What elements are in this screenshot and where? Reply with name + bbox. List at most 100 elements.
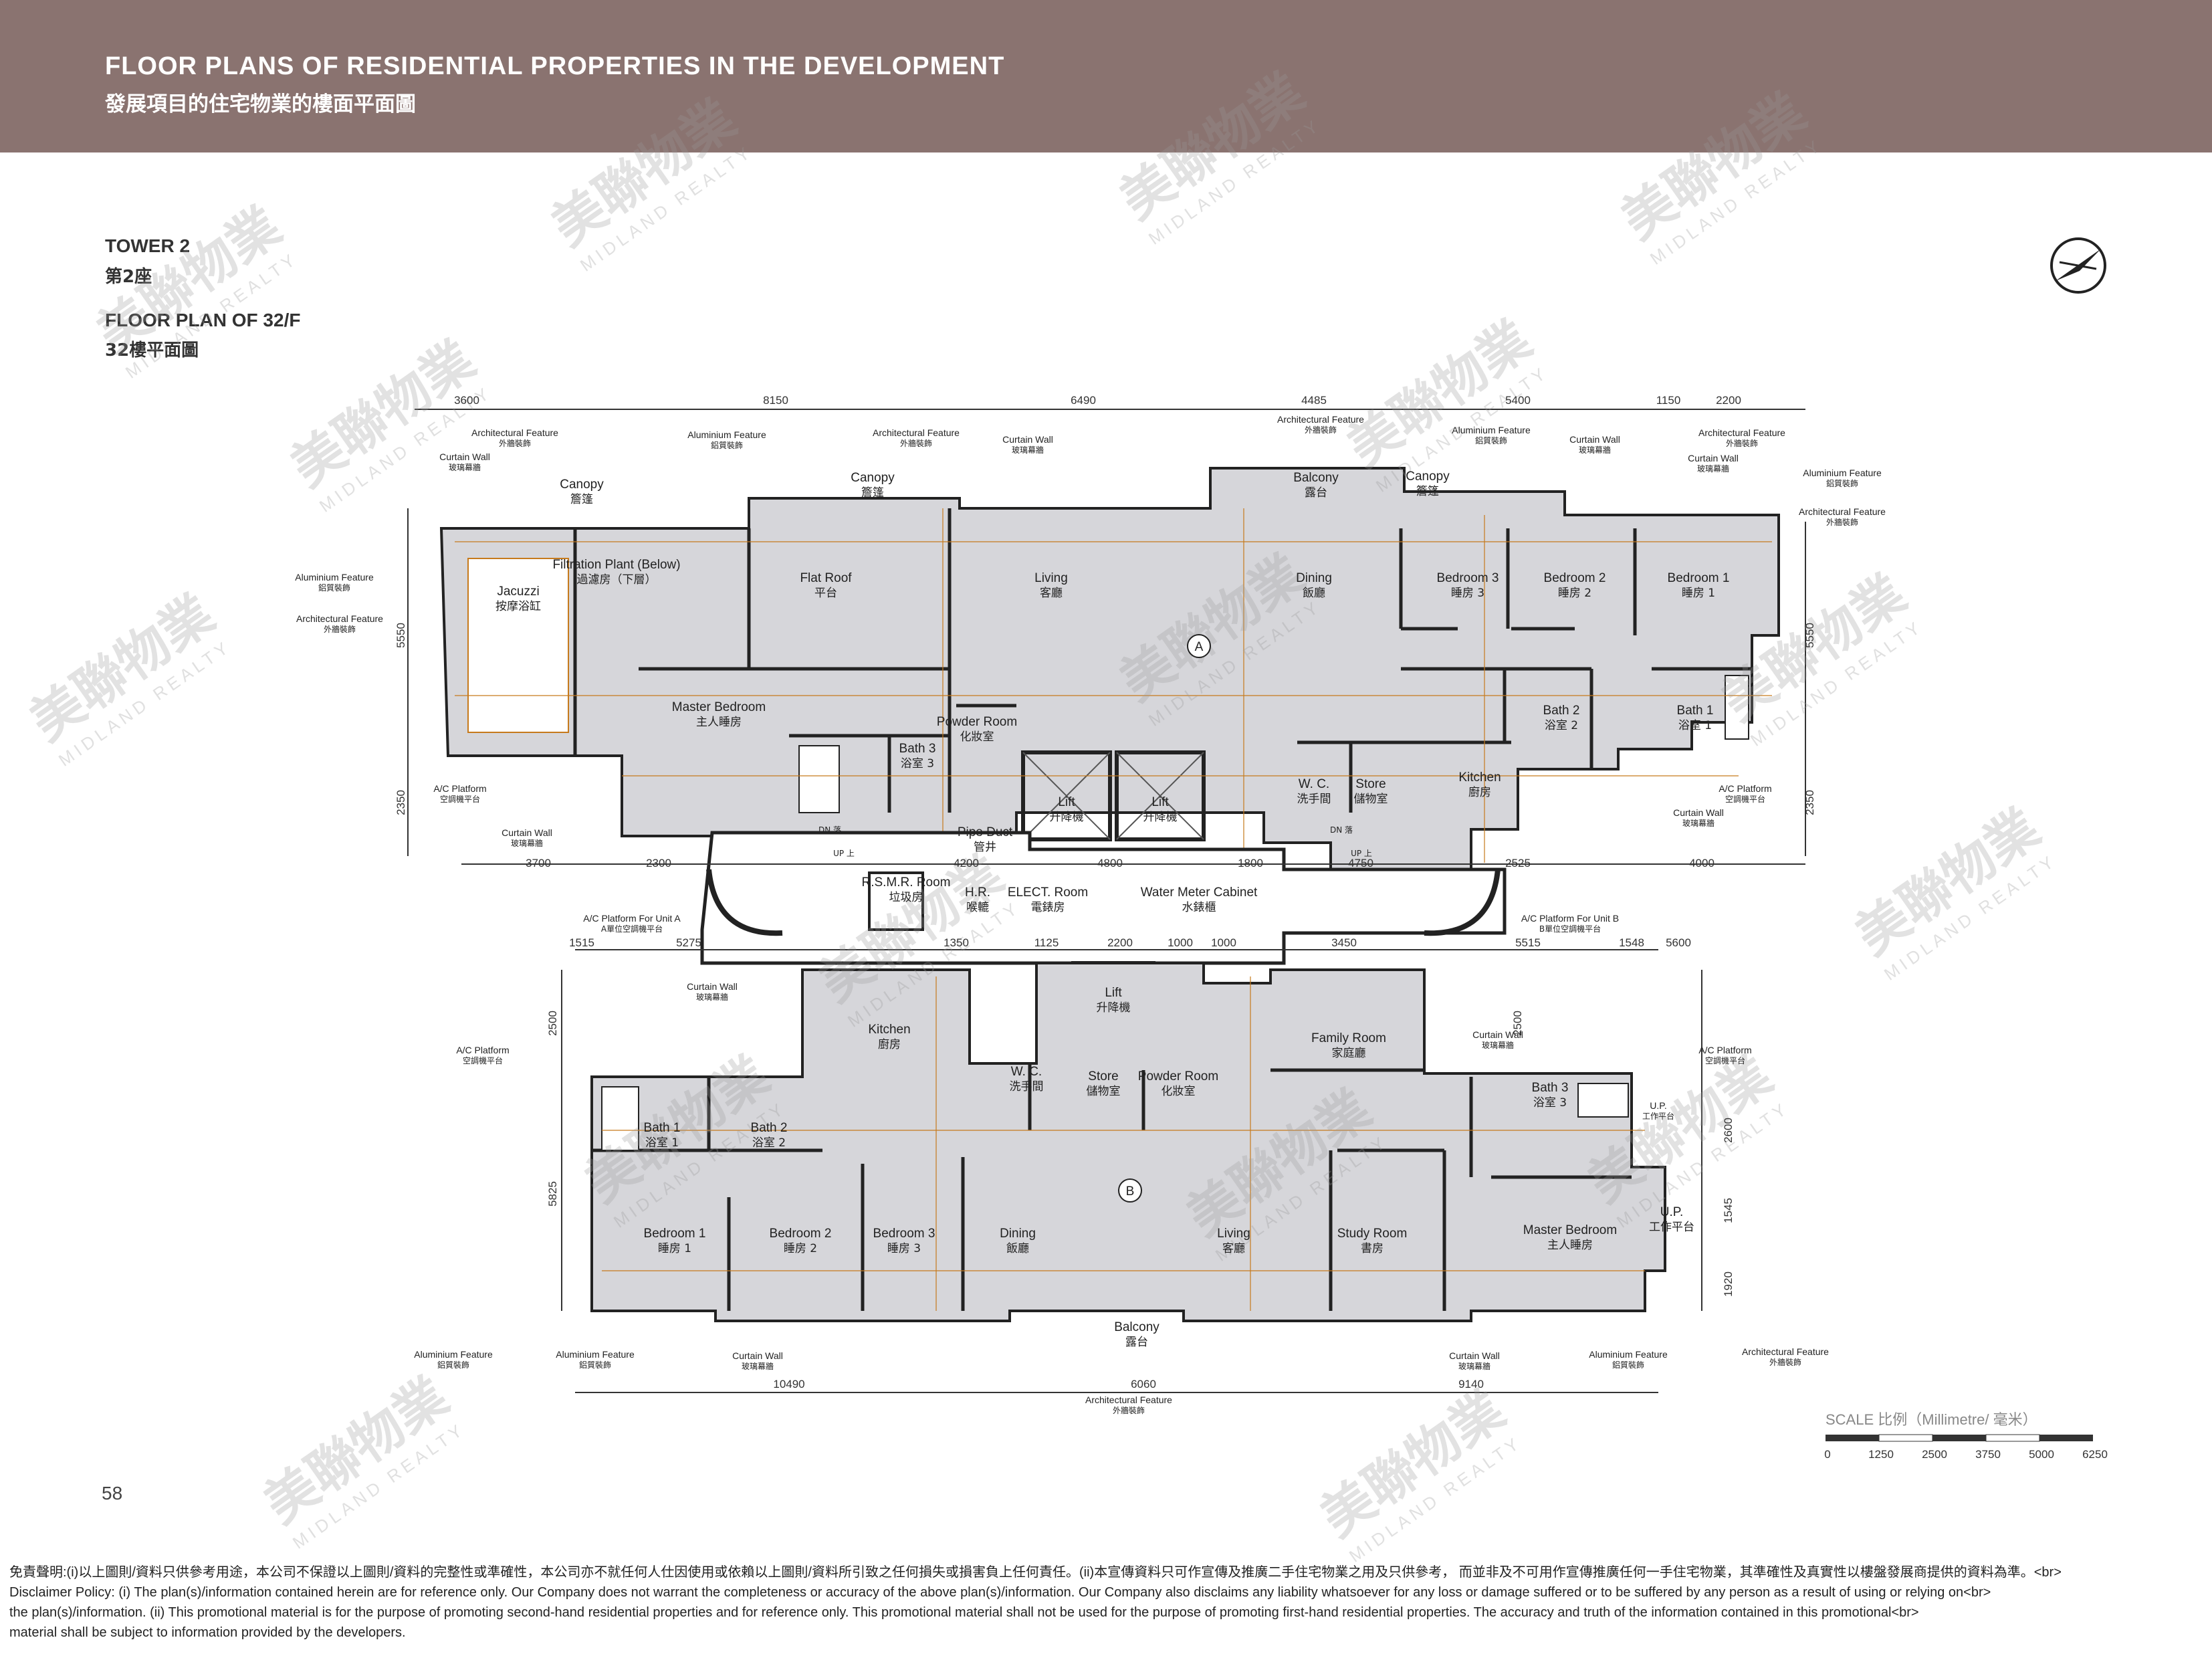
room-label: Bath 2 <box>1543 704 1580 718</box>
annotation-label: Curtain Wall <box>1569 434 1620 445</box>
room-label: Water Meter Cabinet <box>1141 886 1258 900</box>
dimension-label: 4485 <box>1301 394 1327 407</box>
room-label-zh: 儲物室 <box>1354 793 1388 806</box>
dimension-label: 1548 <box>1619 936 1644 949</box>
room-label-zh: 睡房 1 <box>658 1242 691 1255</box>
annotation-label-zh: 工作平台 <box>1642 1111 1674 1121</box>
annotation-label: Curtain Wall <box>732 1350 783 1361</box>
room-label: R.S.M.R. Room <box>861 875 950 890</box>
unit-b-marker: B <box>1118 1178 1142 1203</box>
dimension-label: 10490 <box>773 1378 804 1390</box>
room-label: Filtration Plant (Below) <box>552 558 680 572</box>
stair-mark: DN 落 <box>818 825 841 835</box>
annotation-label: Aluminium Feature <box>295 572 374 583</box>
annotation-label-zh: 外牆裝飾 <box>499 438 531 448</box>
dimension-label: 1920 <box>1722 1271 1735 1297</box>
annotation-label-zh: 空調機平台 <box>463 1055 503 1065</box>
room-label-zh: 過濾房（下層） <box>577 573 657 587</box>
dimension-label: 2500 <box>546 1011 559 1036</box>
dimension-label: 3600 <box>454 394 479 407</box>
room-label: Canopy <box>560 478 604 492</box>
room-label-zh: 垃圾房 <box>889 891 923 904</box>
annotation-label-zh: 玻璃幕牆 <box>1697 463 1729 474</box>
room-label: Bedroom 2 <box>1544 571 1606 585</box>
annotation-label: Curtain Wall <box>687 981 738 992</box>
room-label: Bedroom 2 <box>770 1227 832 1241</box>
room-label: Balcony <box>1293 471 1339 485</box>
room-label-zh: 浴室 3 <box>901 757 934 770</box>
annotation-label: A/C Platform For Unit A <box>583 913 681 924</box>
annotation-label-zh: 玻璃幕牆 <box>1682 818 1715 828</box>
annotation-label: Architectural Feature <box>1742 1346 1829 1357</box>
scale-tick: 0 <box>1824 1448 1830 1461</box>
room-label: Jacuzzi <box>497 585 539 599</box>
floor-label-zh: 32樓平面圖 <box>105 340 199 360</box>
dimension-label: 9140 <box>1458 1378 1484 1390</box>
room-label-zh: 睡房 2 <box>784 1242 817 1255</box>
room-label-zh: 睡房 1 <box>1682 587 1715 600</box>
room-label-zh: 主人睡房 <box>696 716 742 729</box>
dimension-label: 1000 <box>1168 936 1193 949</box>
room-label: Powder Room <box>937 715 1017 729</box>
dimension-label: 5515 <box>1515 936 1541 949</box>
dimension-label: 8150 <box>763 394 788 407</box>
annotation-label: U.P. <box>1650 1100 1666 1111</box>
unit-b-plan <box>590 962 1666 1322</box>
annotation-label-zh: 外牆裝飾 <box>1826 517 1858 527</box>
room-label: Master Bedroom <box>1523 1223 1617 1237</box>
annotation-label-zh: A單位空調機平台 <box>601 924 663 934</box>
room-label: Canopy <box>851 471 895 485</box>
dimension-label: 2200 <box>1716 394 1741 407</box>
floor-label: FLOOR PLAN OF 32/F <box>105 310 301 330</box>
stair-mark: UP 上 <box>833 849 855 858</box>
annotation-label: A/C Platform <box>1719 783 1771 794</box>
annotation-label: Architectural Feature <box>1698 427 1785 438</box>
watermark-layer: 美聯物業 MIDLAND REALTY 美聯物業 MIDLAND REALTY … <box>19 62 2060 1566</box>
room-label-zh: 電錶房 <box>1031 901 1065 914</box>
dimension-label: 4000 <box>1689 857 1715 869</box>
room-label-zh: 浴室 1 <box>645 1136 679 1150</box>
room-label-zh: 書房 <box>1361 1242 1384 1255</box>
room-label-zh: 廚房 <box>878 1037 901 1051</box>
annotation-label-zh: 玻璃幕牆 <box>1458 1361 1490 1371</box>
room-label-zh: 化妝室 <box>960 730 994 744</box>
annotation-label: A/C Platform <box>1698 1045 1751 1055</box>
dimension-label: 2525 <box>1505 857 1531 869</box>
room-label: Bath 1 <box>644 1121 681 1135</box>
room-label: Dining <box>1296 571 1332 585</box>
room-label-zh: 洗手間 <box>1297 793 1331 806</box>
room-label: H.R. <box>965 886 990 900</box>
annotation-label-zh: 鋁質裝飾 <box>1475 435 1507 445</box>
dimension-label: 2500 <box>1511 1011 1524 1036</box>
scale-tick: 5000 <box>2029 1448 2054 1461</box>
disclaimer-line: the plan(s)/information. (ii) This promo… <box>9 1605 1919 1620</box>
room-label: ELECT. Room <box>1008 886 1088 900</box>
room-label: Master Bedroom <box>672 700 766 714</box>
room-label: Kitchen <box>868 1023 910 1037</box>
annotation-label: Architectural Feature <box>1277 414 1364 425</box>
room-label-zh: 升降機 <box>1050 811 1084 824</box>
room-label: Bedroom 1 <box>1668 571 1730 585</box>
room-label: Lift <box>1151 795 1169 809</box>
annotation-label-zh: 空調機平台 <box>1705 1055 1745 1065</box>
room-label-zh: 管井 <box>974 841 996 854</box>
room-label: Lift <box>1105 986 1122 1000</box>
room-label-zh: 喉轆 <box>966 901 989 914</box>
annotation-label-zh: 玻璃幕牆 <box>742 1361 774 1371</box>
disclaimer: 免責聲明:(i)以上圖則/資料只供參考用途，本公司不保證以上圖則/資料的完整性或… <box>9 1562 2203 1643</box>
room-label-zh: 浴室 2 <box>1545 719 1578 732</box>
annotation-label: Aluminium Feature <box>1803 468 1882 478</box>
annotation-label-zh: 外牆裝飾 <box>900 438 932 448</box>
page-title: FLOOR PLANS OF RESIDENTIAL PROPERTIES IN… <box>105 52 1005 80</box>
annotation-label-zh: 鋁質裝飾 <box>1826 478 1858 488</box>
unit-a-marker: A <box>1187 634 1211 658</box>
room-label: Bedroom 1 <box>644 1227 706 1241</box>
scale-tick: 6250 <box>2082 1448 2108 1461</box>
dimension-label: 5275 <box>676 936 701 949</box>
annotation-label-zh: 玻璃幕牆 <box>696 992 728 1002</box>
dimension-label: 2300 <box>646 857 671 869</box>
disclaimer-line: material shall be subject to information… <box>9 1625 406 1640</box>
dimension-label: 5550 <box>395 623 407 648</box>
annotation-label: Architectural Feature <box>873 427 960 438</box>
room-label: Family Room <box>1311 1031 1386 1045</box>
